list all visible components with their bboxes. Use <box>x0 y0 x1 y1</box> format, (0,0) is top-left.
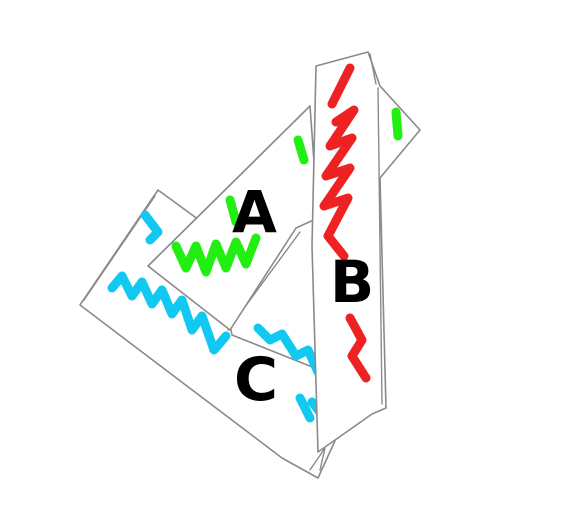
label-c: C <box>234 345 278 415</box>
strip-b-green-accent <box>391 107 403 141</box>
strip-c-scribble <box>107 210 331 425</box>
strip-a-scribble <box>171 135 309 277</box>
strip-b-scribble <box>319 63 371 383</box>
strip-a <box>147 105 319 331</box>
strip-c <box>79 189 361 479</box>
strip-a-inner-fold <box>151 111 305 263</box>
label-a: A <box>232 178 277 246</box>
strip-b <box>311 51 421 453</box>
strip-b-fold-line <box>369 53 383 405</box>
label-b: B <box>330 248 374 316</box>
